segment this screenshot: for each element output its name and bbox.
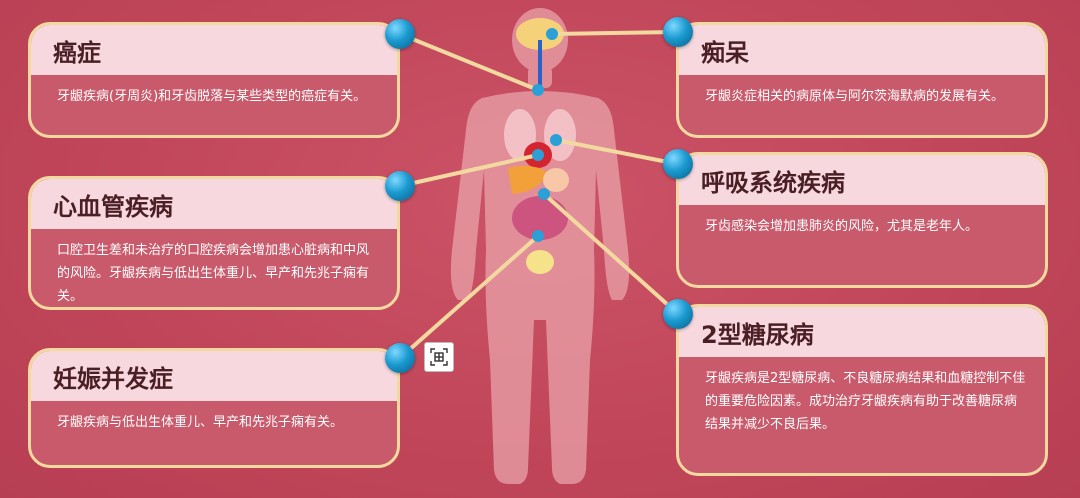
brain-organ: [516, 18, 564, 50]
node-pregnancy: [385, 343, 415, 373]
node-dementia: [663, 17, 693, 47]
card-title: 痴呆: [679, 25, 1045, 75]
node-respiratory: [663, 149, 693, 179]
card-body: 口腔卫生差和未治疗的口腔疾病会增加患心脏病和中风的风险。牙龈疾病与低出生体重儿、…: [57, 243, 370, 304]
card-title: 妊娠并发症: [31, 351, 397, 401]
node-cancer: [385, 19, 415, 49]
right-lung: [544, 109, 576, 161]
card-cancer: 癌症 牙龈疾病(牙周炎)和牙齿脱落与某些类型的癌症有关。: [28, 22, 400, 138]
node-cardiovascular: [385, 171, 415, 201]
scan-icon[interactable]: [424, 342, 454, 372]
card-body: 牙龈炎症相关的病原体与阿尔茨海默病的发展有关。: [705, 89, 1005, 104]
liver-organ: [508, 165, 548, 194]
card-title: 癌症: [31, 25, 397, 75]
card-pregnancy: 妊娠并发症 牙龈疾病与低出生体重儿、早产和先兆子痫有关。: [28, 348, 400, 468]
card-cardiovascular: 心血管疾病 口腔卫生差和未治疗的口腔疾病会增加患心脏病和中风的风险。牙龈疾病与低…: [28, 176, 400, 310]
card-respiratory: 呼吸系统疾病 牙齿感染会增加患肺炎的风险，尤其是老年人。: [676, 152, 1048, 288]
card-diabetes: 2型糖尿病 牙龈疾病是2型糖尿病、不良糖尿病结果和血糖控制不佳的重要危险因素。成…: [676, 304, 1048, 476]
bladder-organ: [526, 250, 554, 274]
stomach-organ: [543, 168, 569, 192]
intestine-organ: [512, 196, 568, 240]
card-dementia: 痴呆 牙龈炎症相关的病原体与阿尔茨海默病的发展有关。: [676, 22, 1048, 138]
node-diabetes: [663, 299, 693, 329]
card-title: 呼吸系统疾病: [679, 155, 1045, 205]
connectors: [398, 30, 680, 360]
card-body: 牙齿感染会增加患肺炎的风险，尤其是老年人。: [705, 219, 979, 234]
card-title: 心血管疾病: [31, 179, 397, 229]
organ-nodes: [532, 28, 562, 242]
scan-glyph: [430, 348, 448, 366]
card-body: 牙龈疾病(牙周炎)和牙齿脱落与某些类型的癌症有关。: [57, 89, 367, 104]
card-body: 牙龈疾病与低出生体重儿、早产和先兆子痫有关。: [57, 415, 344, 430]
card-title: 2型糖尿病: [679, 307, 1045, 357]
card-body: 牙龈疾病是2型糖尿病、不良糖尿病结果和血糖控制不佳的重要危险因素。成功治疗牙龈疾…: [705, 371, 1026, 432]
